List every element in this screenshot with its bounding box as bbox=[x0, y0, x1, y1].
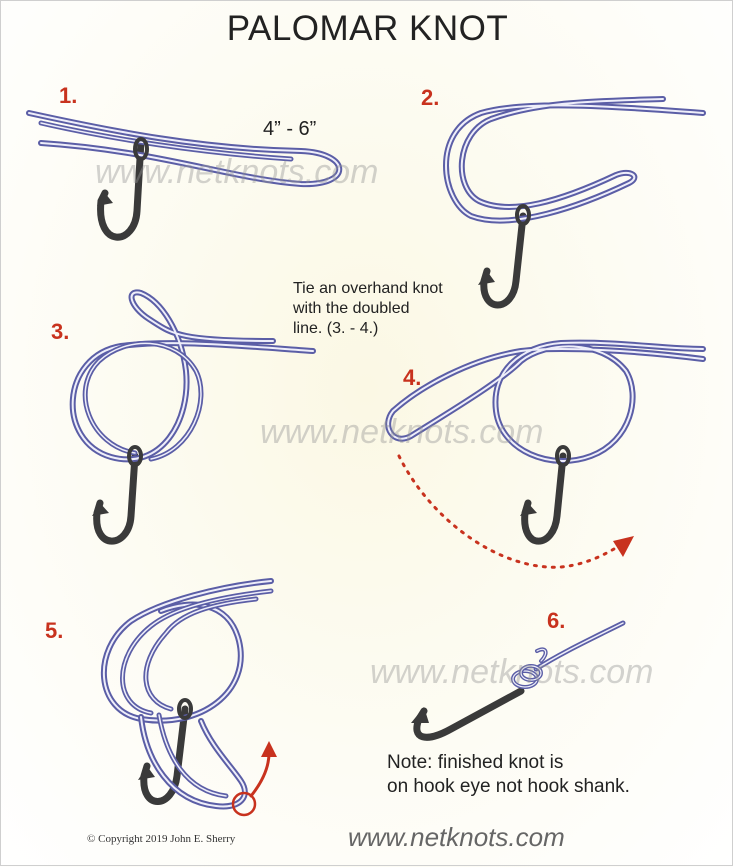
footer-url: www.netknots.com bbox=[348, 822, 565, 852]
step-4-hook bbox=[521, 452, 567, 545]
watermark-bottom: www.netknots.com bbox=[370, 653, 654, 691]
step-1-label: 1. bbox=[59, 83, 78, 108]
instruction-line-3: line. (3. - 4.) bbox=[293, 320, 379, 337]
instruction-line-1: Tie an overhand knot bbox=[293, 280, 443, 297]
step-6-label: 6. bbox=[547, 608, 566, 633]
step-5-label: 5. bbox=[45, 618, 64, 643]
length-label: 4” - 6” bbox=[263, 118, 317, 140]
step-4-diagram bbox=[385, 339, 706, 569]
step-3-hook bbox=[93, 452, 139, 545]
step-5-loop-highlight bbox=[231, 791, 257, 817]
step-2-diagram bbox=[443, 96, 706, 309]
note-line-2: on hook eye not hook shank. bbox=[387, 776, 630, 797]
step-6-hook bbox=[413, 687, 525, 741]
step-1-hook bbox=[97, 137, 145, 241]
page-title: PALOMAR KNOT bbox=[226, 9, 509, 48]
watermark-top: www.netknots.com bbox=[95, 153, 379, 191]
step-3-label: 3. bbox=[51, 319, 70, 344]
step-4-label: 4. bbox=[403, 365, 422, 390]
step-1-diagram bbox=[26, 110, 343, 241]
copyright-text: © Copyright 2019 John E. Sherry bbox=[87, 833, 236, 845]
step-5-hook bbox=[140, 705, 189, 805]
note-text: Note: finished knot is on hook eye not h… bbox=[387, 751, 717, 799]
instruction-line-2: with the doubled bbox=[293, 300, 410, 317]
step-6-diagram bbox=[411, 620, 626, 741]
instruction-text: Tie an overhand knot with the doubled li… bbox=[293, 279, 483, 339]
step-5-motion-arrow bbox=[249, 751, 271, 798]
step-2-hook bbox=[480, 212, 527, 309]
step-5-diagram bbox=[100, 578, 277, 817]
watermark-middle: www.netknots.com bbox=[260, 413, 544, 451]
step-4-motion-arrow bbox=[397, 454, 629, 569]
note-line-1: Note: finished knot is bbox=[387, 752, 564, 773]
step-3-diagram bbox=[69, 289, 316, 545]
step-2-label: 2. bbox=[421, 85, 440, 110]
